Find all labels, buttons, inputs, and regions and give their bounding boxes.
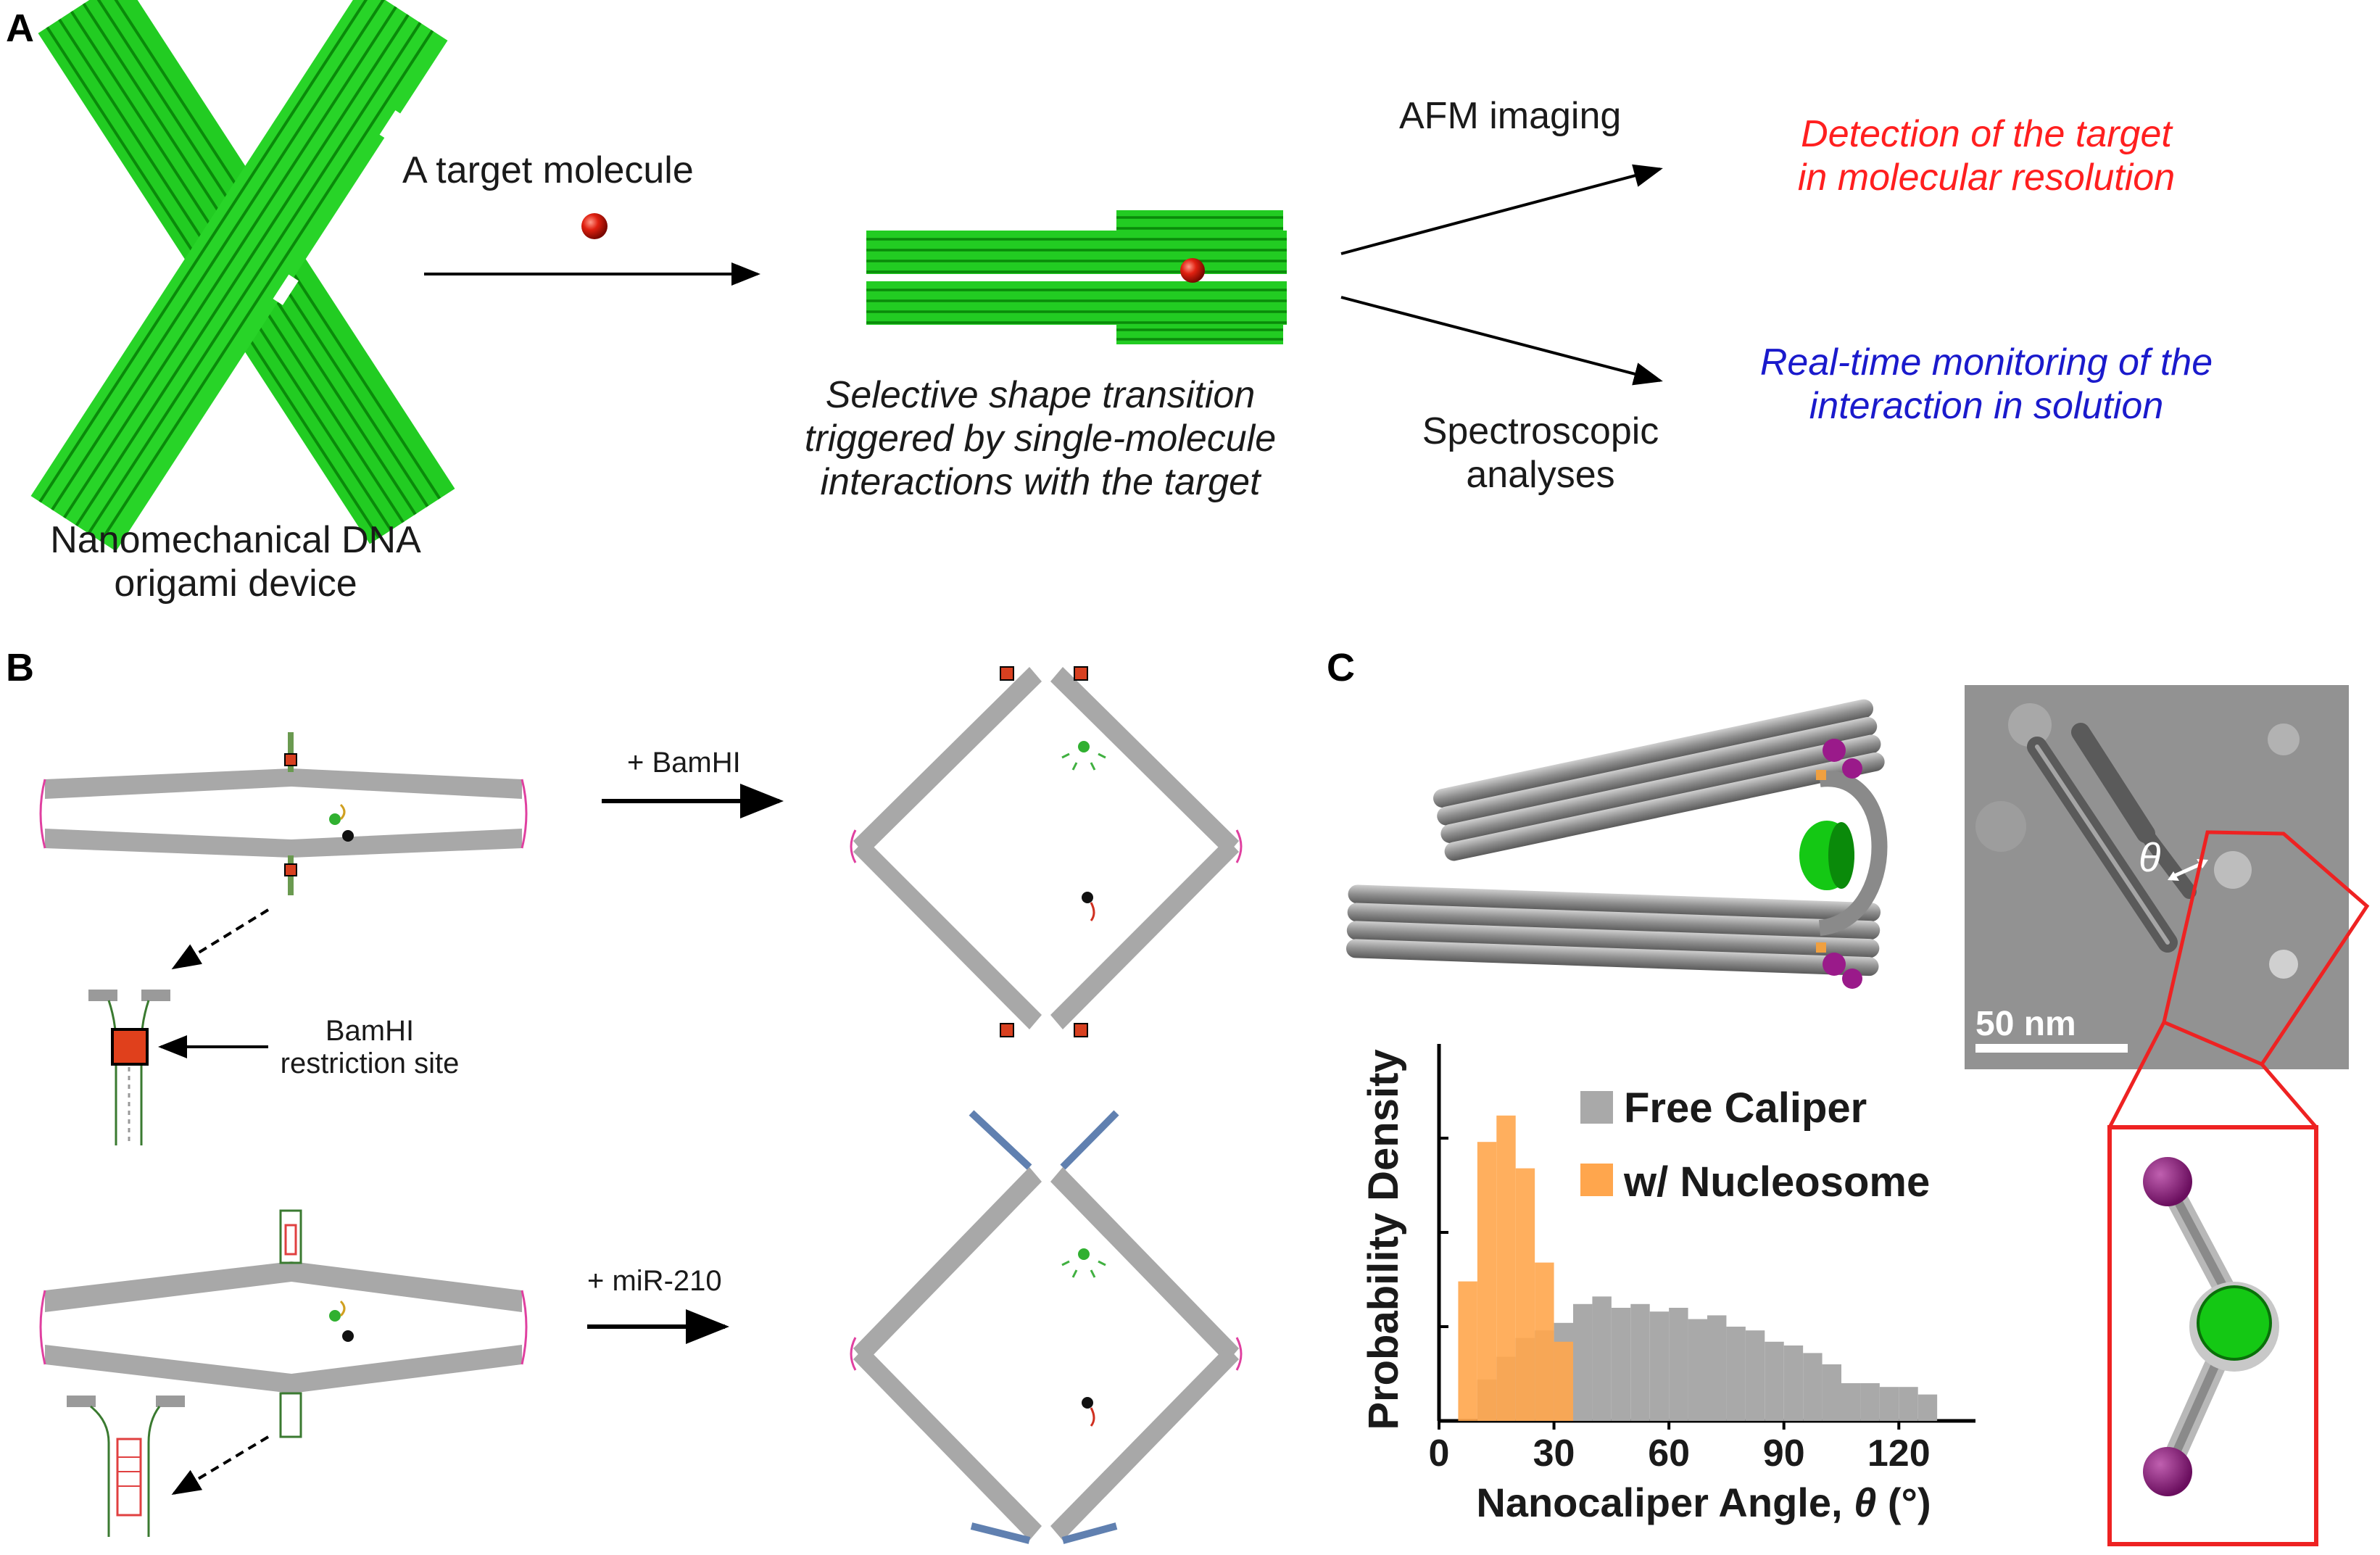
histogram-bar-free (1879, 1387, 1899, 1421)
histogram-bar-free (1669, 1308, 1688, 1421)
x-axis-label: Nanocaliper Angle, θ (°) (1476, 1480, 1931, 1525)
bamhi-site-zoom-icon (88, 990, 170, 1145)
panel-letter-a: A (6, 7, 34, 50)
legend-free-caliper: Free Caliper (1624, 1085, 1867, 1132)
closed-device-bamhi-icon (39, 732, 528, 895)
device-label: Nanomechanical DNA origami device (50, 519, 421, 605)
histogram-bar-nucleosome (1535, 1262, 1554, 1421)
histogram-bar-free (1745, 1330, 1765, 1421)
histogram-bar-free (1860, 1383, 1880, 1421)
x-origami-device-icon (30, 0, 455, 552)
histogram-bar-nucleosome (1554, 1341, 1573, 1421)
histogram-bar-free (1822, 1364, 1841, 1421)
spectroscopic-label: Spectroscopic analyses (1422, 410, 1659, 496)
x-tick-label: 120 (1867, 1432, 1931, 1475)
histogram-bar-free (1688, 1319, 1707, 1421)
open-device-mir-icon (850, 1110, 1243, 1544)
x-tick-label: 0 (1429, 1432, 1450, 1475)
histogram-bar-nucleosome (1477, 1142, 1497, 1421)
dashed-arrow-mir (171, 1435, 270, 1496)
histogram-bar-nucleosome (1496, 1115, 1516, 1421)
histogram-bar-free (1783, 1345, 1804, 1421)
mir-site-zoom-icon (67, 1396, 185, 1537)
transition-caption: Selective shape transition triggered by … (804, 374, 1277, 503)
arrow-afm (1340, 164, 1663, 255)
x-tick-label: 60 (1648, 1432, 1690, 1475)
histogram-bar-free (1630, 1303, 1650, 1421)
x-tick-label: 30 (1533, 1432, 1575, 1475)
legend-swatch-nucleosome (1580, 1164, 1613, 1196)
zoomed-caliper-schematic-icon (2143, 1157, 2279, 1496)
target-molecule-label: A target molecule (402, 149, 694, 191)
closed-origami-icon (866, 210, 1287, 344)
x-tick-label: 90 (1763, 1432, 1805, 1475)
histogram-bar-free (1707, 1315, 1727, 1421)
arrow-spectro (1340, 296, 1663, 386)
histogram-bar-free (1917, 1394, 1938, 1421)
histogram-bars (1458, 1115, 1938, 1421)
legend-nucleosome: w/ Nucleosome (1624, 1158, 1931, 1206)
histogram-bar-nucleosome (1515, 1168, 1535, 1421)
panel-letter-b: B (6, 646, 34, 689)
panel-letter-c: C (1327, 646, 1355, 689)
histogram-bar-free (1649, 1311, 1670, 1421)
histogram-bar-free (1803, 1353, 1823, 1421)
histogram-bar-nucleosome (1458, 1281, 1477, 1421)
histogram-bar-free (1592, 1296, 1612, 1421)
legend-swatch-free (1580, 1091, 1613, 1124)
mir210-arrow-label: + miR-210 (587, 1265, 722, 1297)
open-device-bamhi-icon (850, 666, 1243, 1037)
theta-label: θ (2139, 834, 2161, 880)
histogram-bar-free (1573, 1303, 1593, 1421)
realtime-result: Real-time monitoring of the interaction … (1759, 341, 2213, 427)
dashed-arrow-bamhi (171, 908, 270, 970)
nanocaliper-model-icon (1346, 699, 1888, 989)
histogram-bar-free (1611, 1308, 1631, 1421)
em-image (1965, 685, 2370, 1069)
histogram-ticks: 0 30 60 90 120 (1429, 1421, 1931, 1475)
histogram-bar-free (1726, 1327, 1746, 1421)
histogram-bar-free (1841, 1383, 1861, 1421)
bamhi-arrow-label: + BamHI (627, 747, 741, 779)
detection-result: Detection of the target in molecular res… (1797, 113, 2176, 199)
closed-device-mir-icon (39, 1209, 528, 1438)
histogram-bar-free (1765, 1341, 1784, 1421)
afm-imaging-label: AFM imaging (1399, 95, 1622, 137)
scale-bar-label: 50 nm (1975, 1005, 2076, 1043)
histogram-bar-free (1899, 1387, 1918, 1421)
restriction-site-label: BamHI restriction site (280, 1015, 460, 1079)
target-molecule-icon (581, 213, 608, 239)
